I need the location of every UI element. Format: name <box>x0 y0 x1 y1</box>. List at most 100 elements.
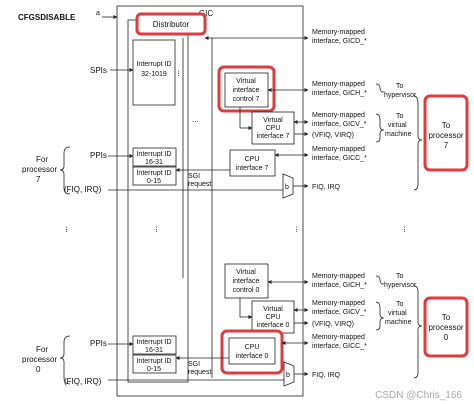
cpu0-line1: CPU <box>245 344 260 351</box>
vcpu0-line2: CPU <box>266 314 281 321</box>
to-vm7-line2: virtual <box>388 122 407 129</box>
for-proc7-line2: processor <box>22 165 57 174</box>
to-proc0-line3: 0 <box>444 333 449 342</box>
vcpu7-line1: Virtual <box>263 117 283 124</box>
spis-label: SPIs <box>90 66 107 75</box>
gicc0-line2: interface, GICC_* <box>312 343 367 350</box>
for-proc7-line1: For <box>36 155 48 164</box>
vdots-right: ... <box>294 226 303 233</box>
cfgsdisable-sup: a <box>96 10 100 17</box>
sgi7-request-line2: request <box>188 181 211 188</box>
vic0-line2: interface <box>233 278 260 285</box>
proc0-brace <box>59 335 71 385</box>
gicv0-line2: interface, GICV_* <box>312 309 367 316</box>
cpu7-line1: CPU <box>245 156 260 163</box>
interrupt-id-spi-line2: 32-1019 <box>141 71 167 78</box>
sgi7-line2: 0-15 <box>147 178 161 185</box>
to-vm0-line3: machine <box>385 319 412 326</box>
watermark: CSDN @Chris_166 <box>375 390 462 401</box>
bracket-vm-0 <box>375 301 385 331</box>
vdots-mid: ... <box>154 226 163 233</box>
to-proc0-line2: processor <box>428 323 463 332</box>
gicv7-line1: Memory-mapped <box>312 112 365 119</box>
vic0-line1: Virtual <box>236 269 256 276</box>
cfgsdisable-label: CFGSDISABLE <box>18 13 76 22</box>
to-vm0-line1: To <box>396 301 404 308</box>
proc7-brace <box>59 146 71 195</box>
dots-proc7: ... <box>192 115 199 124</box>
ppi0-line2: 16-31 <box>145 347 163 354</box>
ppis-7-label: PPIs <box>90 151 107 160</box>
for-proc7-line3: 7 <box>36 175 41 184</box>
sgi7-request-line1: SGI <box>188 173 200 180</box>
cpu7-line2: interface 7 <box>236 165 269 172</box>
interrupt-id-spi-line1: Interrupt ID <box>136 61 171 68</box>
gicv7-line2: interface, GICV_* <box>312 121 367 128</box>
gic-label: GIC <box>199 9 213 18</box>
distributor-highlight <box>135 12 207 36</box>
bracket-proc-0 <box>413 285 423 379</box>
virtual-interface-control-7-box <box>224 72 269 108</box>
fiq0-out-label: FIQ, IRQ <box>312 372 341 379</box>
vcpu7-line2: CPU <box>266 125 281 132</box>
bypass-mux-7-label: b <box>285 184 289 191</box>
ppi7-line2: 16-31 <box>145 159 163 166</box>
sgi0-line1: Interrupt ID <box>136 358 171 365</box>
gicd-line2: interface, GICD_* <box>312 38 367 45</box>
bracket-hyp-0 <box>375 275 385 285</box>
gicd-line1: Memory-mapped <box>312 29 365 36</box>
vic0-line3: control 0 <box>233 287 260 294</box>
vdots-far-right: ... <box>402 226 411 233</box>
bracket-hyp-7 <box>375 83 385 93</box>
to-processor-0-highlight <box>423 296 469 358</box>
cpu-interface-0-box <box>228 337 276 365</box>
bypass-mux-0-label: b <box>286 372 290 379</box>
sgi7-line1: Interrupt ID <box>136 170 171 177</box>
cpu0-line2: interface 0 <box>236 353 269 360</box>
gich7-line2: interface, GICH_* <box>312 90 367 97</box>
interrupt-id-sgi-0-box <box>132 354 177 374</box>
fiq7-in-label: (FIQ, IRQ) <box>64 185 102 194</box>
vcpu0-line1: Virtual <box>263 306 283 313</box>
to-proc7-line3: 7 <box>444 141 449 150</box>
virtual-interface-control-0-box <box>224 263 269 299</box>
fiq0-in-label: (FIQ, IRQ) <box>64 377 102 386</box>
gicc7-line2: interface, GICC_* <box>312 155 367 162</box>
to-hyp7-line1: To <box>396 83 404 90</box>
to-vm0-line2: virtual <box>388 310 407 317</box>
gicv0-line1: Memory-mapped <box>312 300 365 307</box>
gich0-line1: Memory-mapped <box>312 273 365 280</box>
sgi0-request-line1: SGI <box>188 361 200 368</box>
ppi0-line1: Interrupt ID <box>136 339 171 346</box>
to-hyp0-line2: hypervisor <box>384 282 417 289</box>
vdots-left: ... <box>64 226 73 233</box>
vcpu7-line3: interface 7 <box>257 133 290 140</box>
for-proc0-line3: 0 <box>36 365 41 374</box>
to-proc7-line2: processor <box>428 131 463 140</box>
vfiq7-label: (VFIQ, VIRQ) <box>312 132 354 139</box>
to-hyp7-line2: hypervisor <box>384 92 417 99</box>
to-proc7-line1: To <box>442 121 451 130</box>
bypass-mux-0 <box>283 361 295 387</box>
to-vm7-line3: machine <box>385 131 412 138</box>
ppis-0-label: PPIs <box>90 339 107 348</box>
ppi7-line1: Interrupt ID <box>136 151 171 158</box>
gicc7-line1: Memory-mapped <box>312 146 365 153</box>
virtual-cpu-interface-7-box <box>251 111 295 145</box>
sgi0-line2: 0-15 <box>147 366 161 373</box>
gich0-line2: interface, GICH_* <box>312 282 367 289</box>
fiq7-out-label: FIQ, IRQ <box>312 184 341 191</box>
to-vm7-line1: To <box>396 113 404 120</box>
dots-distributor-top: ... <box>176 70 185 77</box>
to-processor-7-highlight <box>423 94 469 172</box>
vic7-line1: Virtual <box>236 78 256 85</box>
interrupt-id-sgi-7-box <box>132 166 177 186</box>
vic7-line2: interface <box>233 87 260 94</box>
for-proc0-line1: For <box>36 345 48 354</box>
interrupt-id-spi-box <box>132 39 176 106</box>
to-proc0-line1: To <box>442 313 451 322</box>
distributor-label: Distributor <box>153 20 190 29</box>
to-hyp0-line1: To <box>396 273 404 280</box>
sgi0-request-line2: request <box>188 369 211 376</box>
